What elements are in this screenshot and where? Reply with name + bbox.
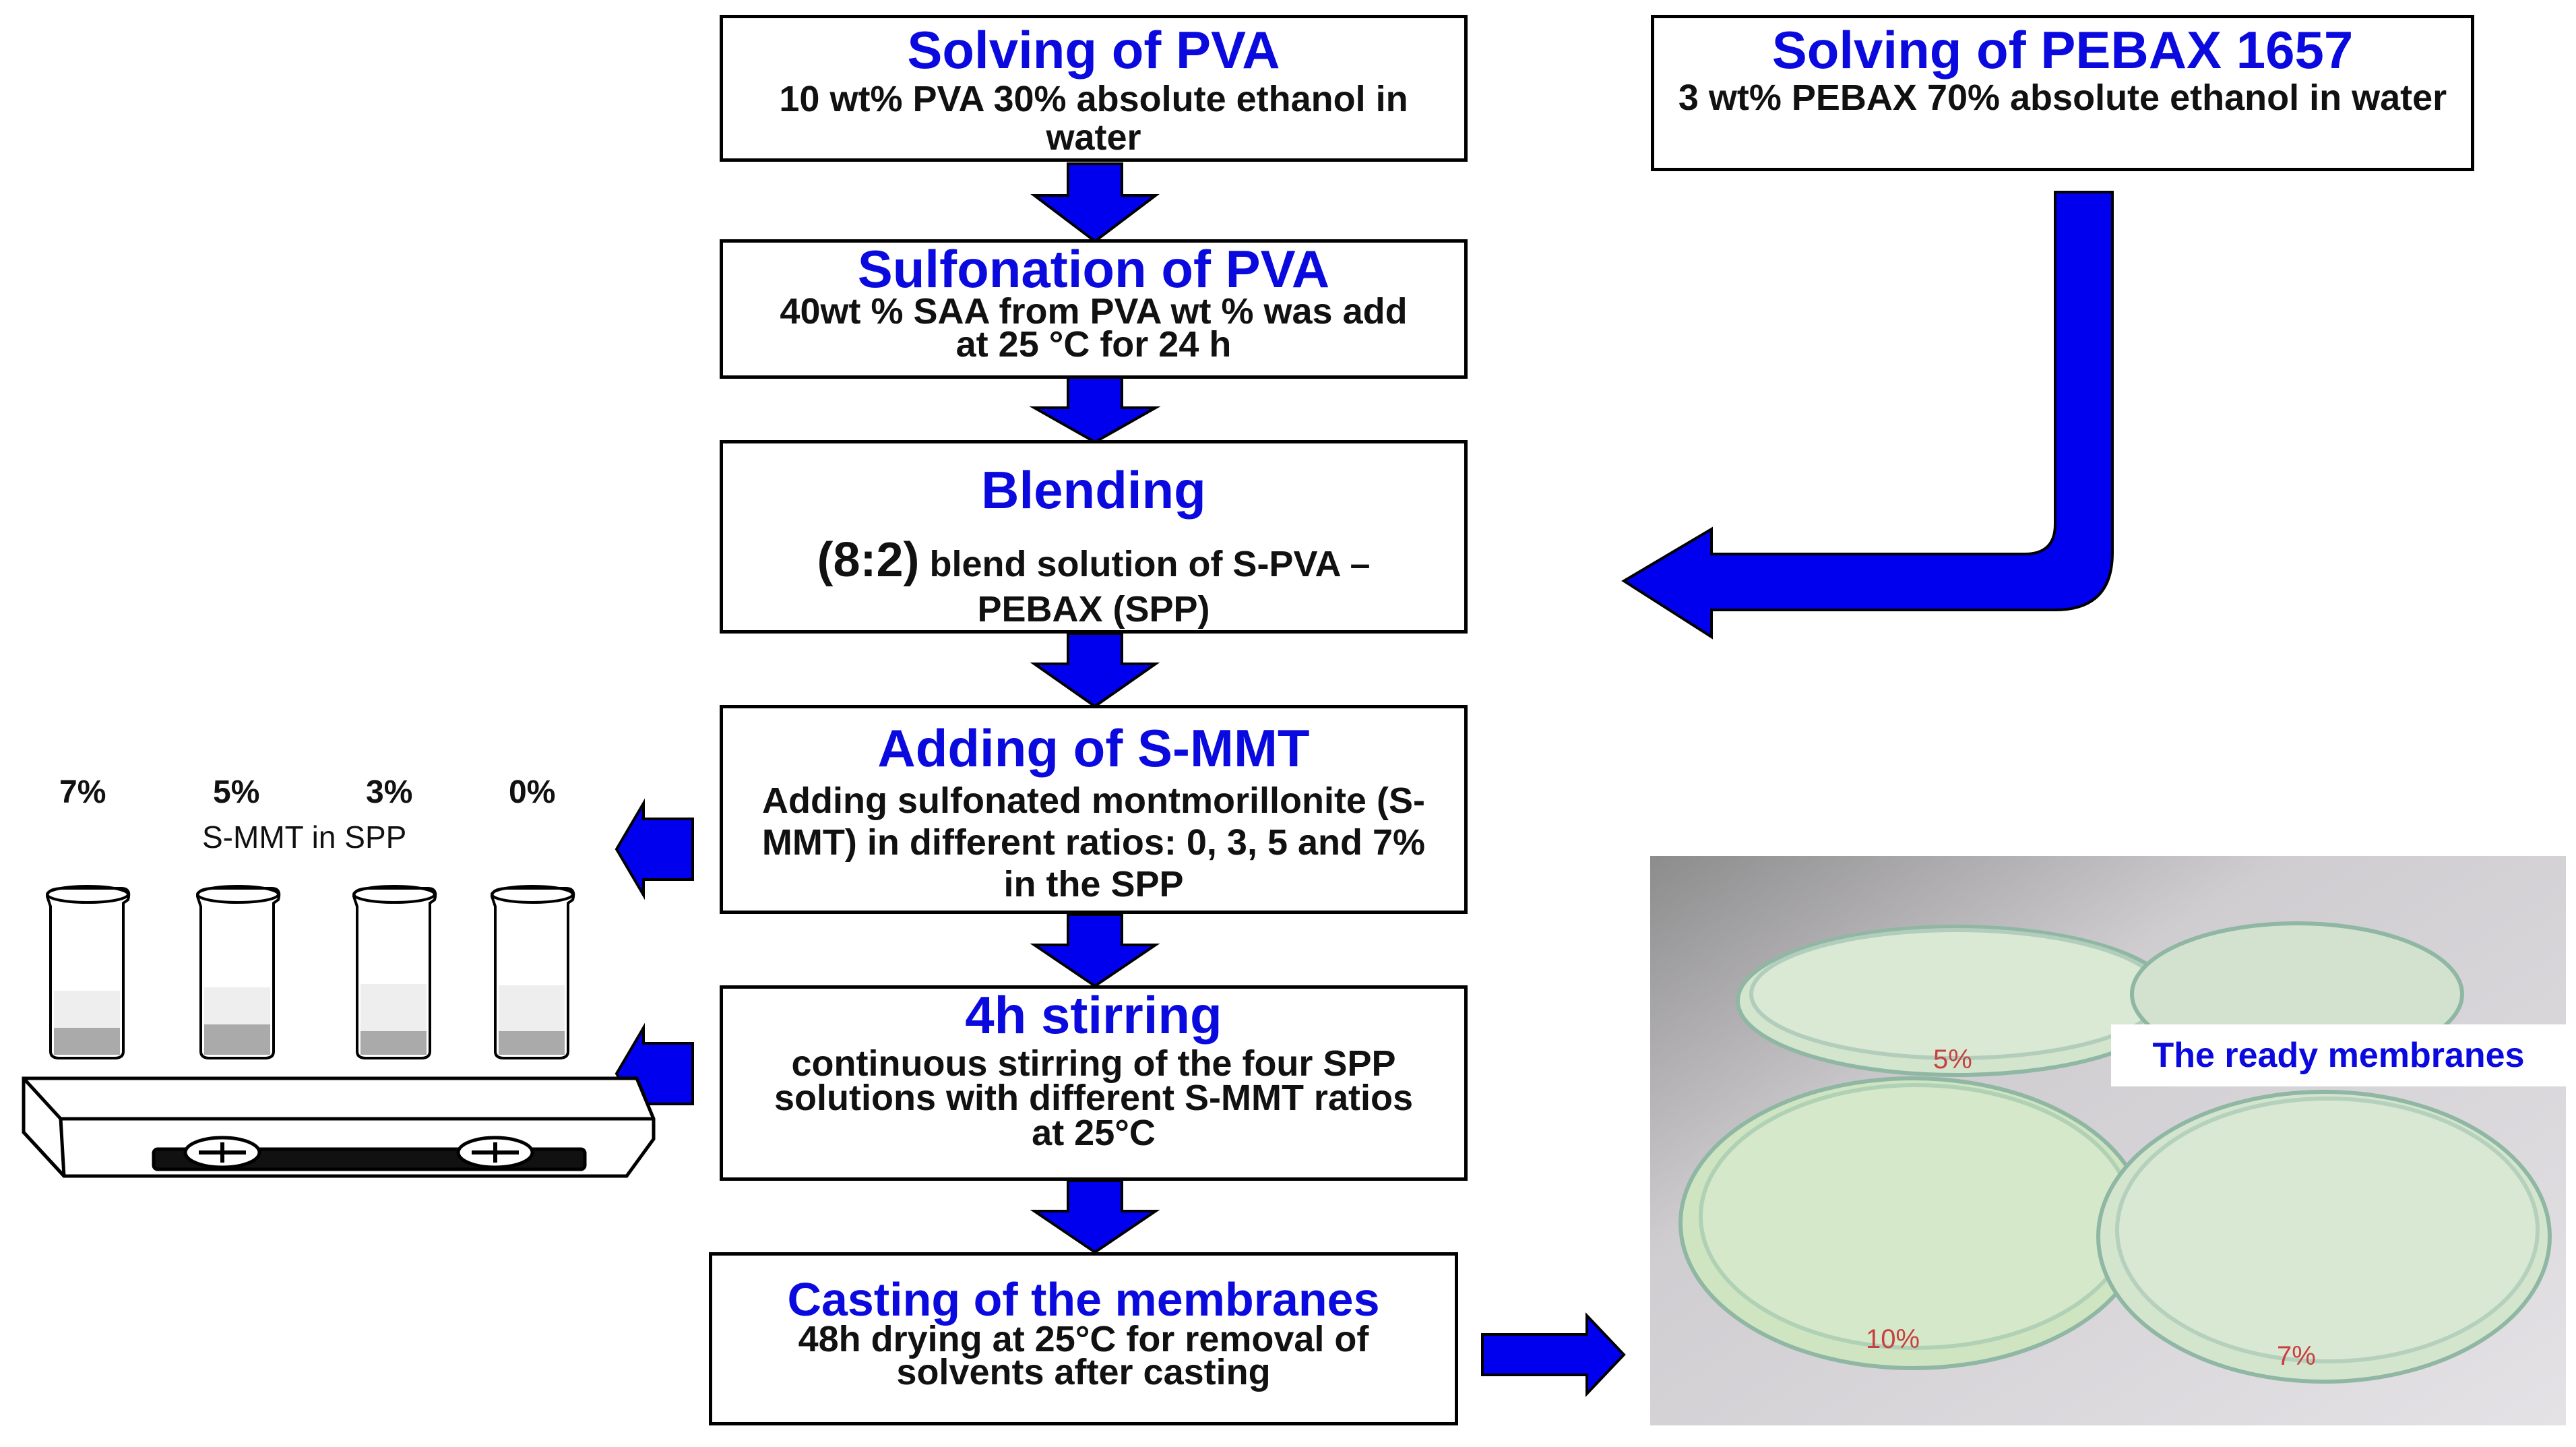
beaker-label-3: 3% [366,774,413,810]
membranes-photo: 5% 10% 7% [1650,856,2566,1425]
step-text: 10 wt% PVA 30% absolute ethanol in water [779,79,1408,158]
dish-label-10: 10% [1866,1324,1920,1354]
step-text-line2: solvents after casting [896,1351,1271,1392]
dish-label-5: 5% [1933,1045,1972,1074]
arrow-elbow-pebax [1621,191,2114,640]
step-text: 3 wt% PEBAX 70% absolute ethanol in wate… [1678,78,2447,118]
step-title: Solving of PVA [907,20,1280,80]
arrow-right-photo [1481,1312,1626,1398]
step-title: Casting of the membranes [787,1273,1380,1326]
membranes-photo-drawing: 5% 10% 7% [1650,856,2566,1425]
beaker-label-0: 0% [509,774,556,810]
step-text-line2: PEBAX (SPP) [977,588,1210,629]
step-text-line2: at 25 °C for 24 h [955,324,1232,365]
arrow-left-2 [615,1022,694,1124]
step-text: continuous stirring of the four SPP solu… [774,1043,1413,1153]
arrow-down-5 [1030,1179,1160,1254]
step-title: 4h stirring [965,985,1222,1045]
arrow-down-4 [1030,913,1160,988]
arrow-left-1 [615,798,694,900]
step-title: Blending [981,460,1206,520]
step-text-line1: (8:2) blend solution of S-PVA – [723,533,1464,587]
step-title: Sulfonation of PVA [857,239,1330,299]
step-adding-smmt: Adding of S-MMT Adding sulfonated montmo… [720,705,1468,914]
step-title: Adding of S-MMT [877,718,1310,778]
step-solving-pva: Solving of PVA 10 wt% PVA 30% absolute e… [720,15,1468,162]
beaker-label-5: 5% [213,774,260,810]
step-blending: Blending (8:2) blend solution of S-PVA –… [720,440,1468,634]
step-sulfonation: Sulfonation of PVA 40wt % SAA from PVA w… [720,239,1468,379]
step-text: Adding sulfonated montmorillonite (S-MMT… [761,780,1426,905]
step-solving-pebax: Solving of PEBAX 1657 3 wt% PEBAX 70% ab… [1651,15,2474,171]
step-casting: Casting of the membranes 48h drying at 2… [709,1252,1458,1425]
beakers-caption: S-MMT in SPP [202,820,407,855]
blend-ratio: (8:2) [817,533,920,587]
beaker-label-7: 7% [59,774,106,810]
step-text-line1: 40wt % SAA from PVA wt % was add [780,291,1408,332]
arrow-down-3 [1030,632,1160,708]
step-stirring: 4h stirring continuous stirring of the f… [720,985,1468,1181]
arrow-down-1 [1030,162,1160,243]
arrow-down-2 [1029,376,1161,444]
step-text-line1: 48h drying at 25°C for removal of [798,1319,1369,1359]
blend-text: blend solution of S-PVA – [919,544,1371,584]
dish-label-7: 7% [2277,1341,2316,1371]
step-title: Solving of PEBAX 1657 [1771,20,2354,80]
ready-membranes-label: The ready membranes [2111,1024,2566,1086]
